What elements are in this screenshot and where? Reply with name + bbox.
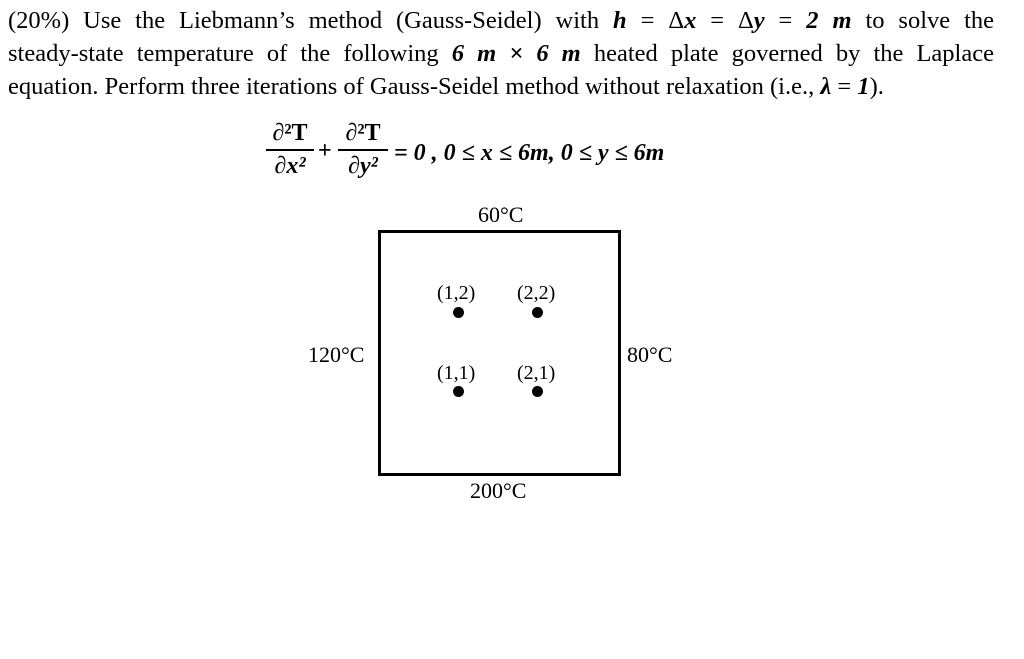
math-plate-size: 6 m × 6 m — [451, 40, 581, 67]
math-eq: = — [831, 73, 858, 100]
bottom-boundary-temp: 200°C — [470, 478, 527, 503]
problem-line-2: steady-state temperature of the followin… — [8, 37, 994, 70]
equation-rhs: = 0 , 0 ≤ x ≤ 6m, 0 ≤ y ≤ 6m — [394, 140, 665, 166]
fraction-denominator: ∂y² — [348, 153, 378, 179]
fraction-bar — [266, 149, 314, 151]
node-point-1-1 — [453, 386, 464, 397]
node-label-2-2: (2,2) — [517, 282, 556, 304]
math-dy: y — [753, 7, 765, 34]
math-eq: = — [764, 7, 807, 34]
fraction-d2t-dx2: ∂²T ∂x² — [266, 120, 314, 179]
problem-text: to solve the — [851, 7, 994, 34]
fraction-denominator: ∂x² — [274, 153, 306, 179]
node-point-1-2 — [453, 307, 464, 318]
fraction-bar — [338, 149, 388, 151]
left-boundary-temp: 120°C — [308, 342, 365, 367]
right-boundary-temp: 80°C — [627, 342, 673, 367]
math-eq: = Δ — [626, 7, 685, 34]
math-lambda: λ — [820, 73, 832, 100]
node-label-1-1: (1,1) — [437, 362, 476, 384]
problem-line-1: (20%) Use the Liebmann’s method (Gauss-S… — [8, 4, 994, 37]
fraction-numerator: ∂²T — [272, 120, 308, 146]
problem-text: (20%) Use the Liebmann’s method (Gauss-S… — [8, 7, 614, 34]
problem-statement: (20%) Use the Liebmann’s method (Gauss-S… — [8, 4, 994, 103]
math-one: 1 — [857, 73, 870, 100]
node-label-1-2: (1,2) — [437, 282, 476, 304]
fraction-d2t-dy2: ∂²T ∂y² — [338, 120, 388, 179]
problem-text: steady-state temperature of the followin… — [8, 40, 452, 67]
problem-text: equation. Perform three iterations of Ga… — [8, 73, 821, 100]
node-label-2-1: (2,1) — [517, 362, 556, 384]
math-step-value: 2 m — [806, 7, 852, 34]
math-eq: = Δ — [696, 7, 754, 34]
math-dx: x — [684, 7, 697, 34]
node-point-2-2 — [532, 307, 543, 318]
node-point-2-1 — [532, 386, 543, 397]
fraction-numerator: ∂²T — [345, 120, 381, 146]
problem-text: heated plate governed by the Laplace — [580, 40, 994, 67]
problem-text: ). — [869, 73, 884, 100]
math-h: h — [613, 7, 627, 34]
top-boundary-temp: 60°C — [478, 202, 524, 227]
plus-sign: + — [318, 138, 332, 164]
heated-plate — [378, 230, 621, 476]
problem-line-3: equation. Perform three iterations of Ga… — [8, 70, 994, 103]
